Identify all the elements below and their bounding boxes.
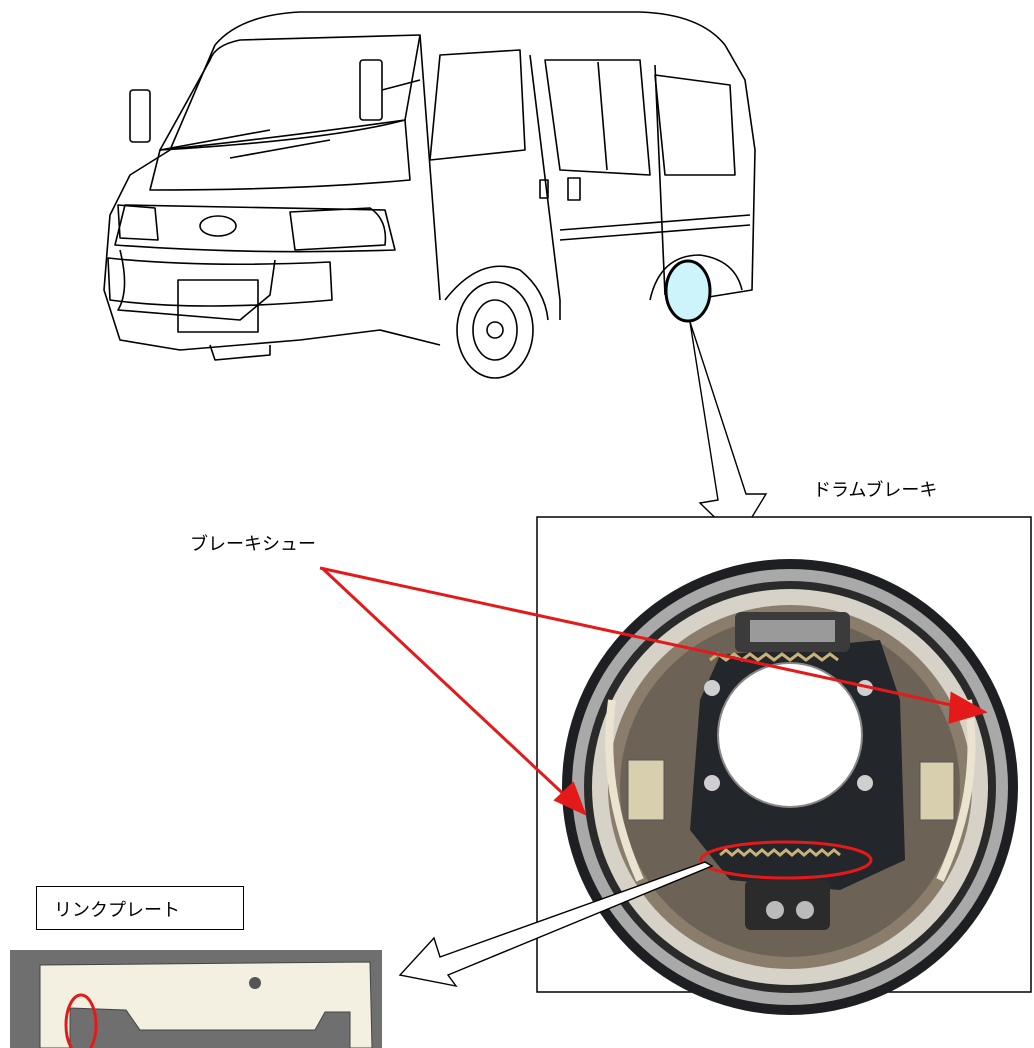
- drum-brake-photo-icon: [562, 559, 1018, 1015]
- rear-wheel-highlight: [664, 259, 712, 323]
- pointer-arrow-to-link-plate: [398, 861, 714, 988]
- link-plate-highlight: [699, 840, 873, 880]
- link-plate-label-box: [36, 886, 244, 930]
- brake-shoe-label: ブレーキシュー: [190, 534, 316, 555]
- link-plate-detail-highlight: [64, 993, 98, 1048]
- van-line-drawing-icon: [103, 11, 756, 379]
- link-plate-photo-icon: [10, 950, 382, 1048]
- drum-brake-label: ドラムブレーキ: [813, 480, 938, 501]
- brake-shoe-pointers: [319, 566, 988, 816]
- link-plate-label: リンクプレート: [54, 900, 180, 921]
